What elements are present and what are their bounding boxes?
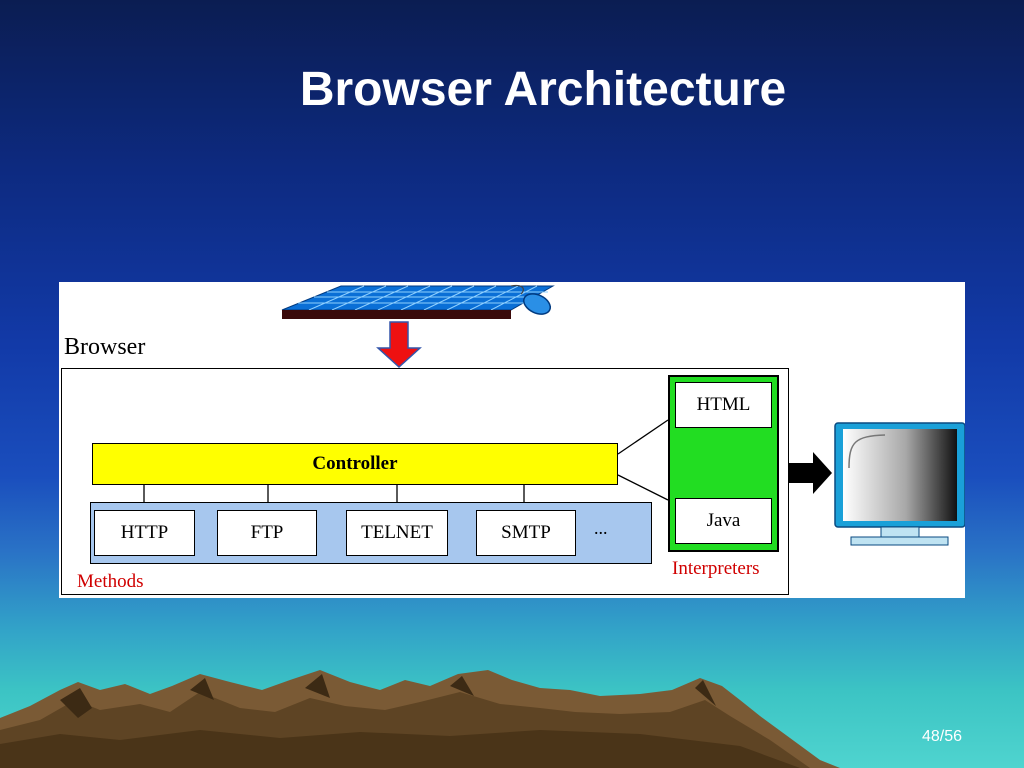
- architecture-diagram: Browser Controller HTTP FTP TELNET SMTP …: [59, 282, 965, 598]
- browser-label: Browser: [64, 334, 146, 360]
- methods-label: Methods: [77, 571, 144, 592]
- interpreter-java: Java: [675, 498, 772, 544]
- method-telnet: TELNET: [346, 510, 448, 556]
- method-ftp: FTP: [217, 510, 317, 556]
- slide-title: Browser Architecture: [299, 63, 787, 116]
- interpreters-label: Interpreters: [672, 558, 760, 579]
- method-http: HTTP: [94, 510, 195, 556]
- interpreter-html: HTML: [675, 382, 772, 428]
- method-smtp: SMTP: [476, 510, 576, 556]
- methods-more: ...: [594, 518, 608, 538]
- page-number: 48/56: [921, 728, 962, 745]
- mountain-range: [0, 670, 840, 768]
- controller-box: Controller: [92, 443, 618, 485]
